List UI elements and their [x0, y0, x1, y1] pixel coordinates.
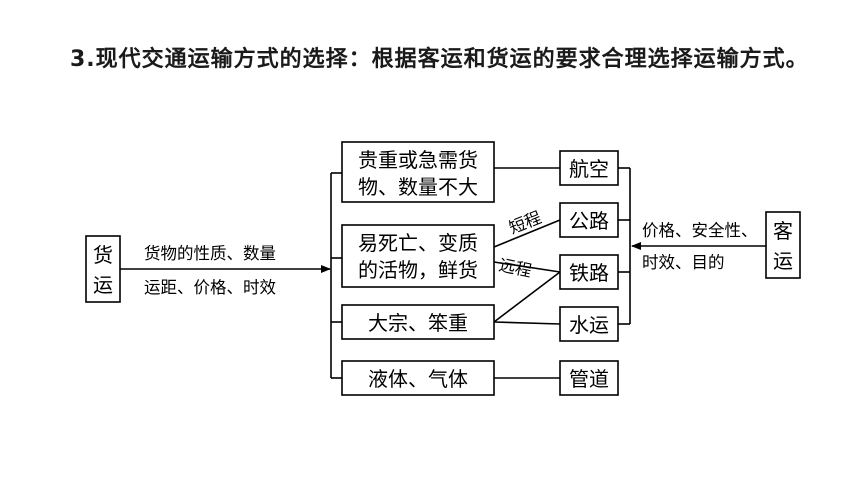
mode-road-box: 公路 [559, 202, 619, 238]
goods-fluid-label: 液体、气体 [368, 367, 468, 391]
goods-perishable-line-2: 的活物，鲜货 [358, 258, 478, 282]
freight-criteria-line-2: 运距、价格、时效 [144, 278, 276, 297]
passenger-box-line-1: 客 [773, 219, 793, 243]
goods-bulk-box: 大宗、笨重 [341, 304, 495, 340]
heading-number: 3. [70, 47, 96, 72]
passenger-criteria-line-2: 时效、目的 [642, 253, 725, 272]
passenger-box: 客 运 [765, 211, 801, 279]
mode-pipe-box: 管道 [559, 360, 619, 396]
freight-box: 货 运 [85, 235, 121, 303]
goods-valuable-line-1: 贵重或急需货 [358, 148, 478, 172]
link-perishable-road [493, 219, 561, 248]
mode-water-box: 水运 [559, 306, 619, 342]
goods-valuable-box: 贵重或急需货 物、数量不大 [341, 141, 495, 203]
goods-bulk-label: 大宗、笨重 [368, 311, 468, 335]
passenger-box-line-2: 运 [773, 249, 793, 273]
passenger-criteria-line-1: 价格、安全性、 [642, 221, 758, 240]
heading-text: 现代交通运输方式的选择：根据客运和货运的要求合理选择运输方式。 [95, 47, 809, 72]
mode-rail-label: 铁路 [569, 261, 609, 285]
goods-perishable-line-1: 易死亡、变质 [358, 231, 478, 255]
freight-box-line-2: 运 [93, 273, 113, 297]
freight-criteria-line-1: 货物的性质、数量 [144, 244, 276, 263]
mode-road-label: 公路 [569, 209, 609, 233]
goods-fluid-box: 液体、气体 [341, 360, 495, 396]
edge-label-short: 短程 [506, 208, 544, 238]
freight-box-line-1: 货 [93, 243, 113, 267]
mode-pipe-label: 管道 [569, 367, 609, 391]
link-perishable-rail [493, 261, 561, 273]
mode-air-label: 航空 [569, 157, 609, 181]
goods-perishable-box: 易死亡、变质 的活物，鲜货 [341, 224, 495, 288]
mode-rail-box: 铁路 [559, 254, 619, 290]
mode-water-label: 水运 [569, 313, 609, 337]
edge-label-long: 远程 [497, 255, 533, 280]
link-bulk-water [493, 321, 561, 325]
link-bulk-rail [493, 271, 561, 323]
mode-air-box: 航空 [559, 150, 619, 186]
page-heading: 3.现代交通运输方式的选择：根据客运和货运的要求合理选择运输方式。 [70, 38, 840, 82]
goods-valuable-line-2: 物、数量不大 [358, 175, 478, 199]
